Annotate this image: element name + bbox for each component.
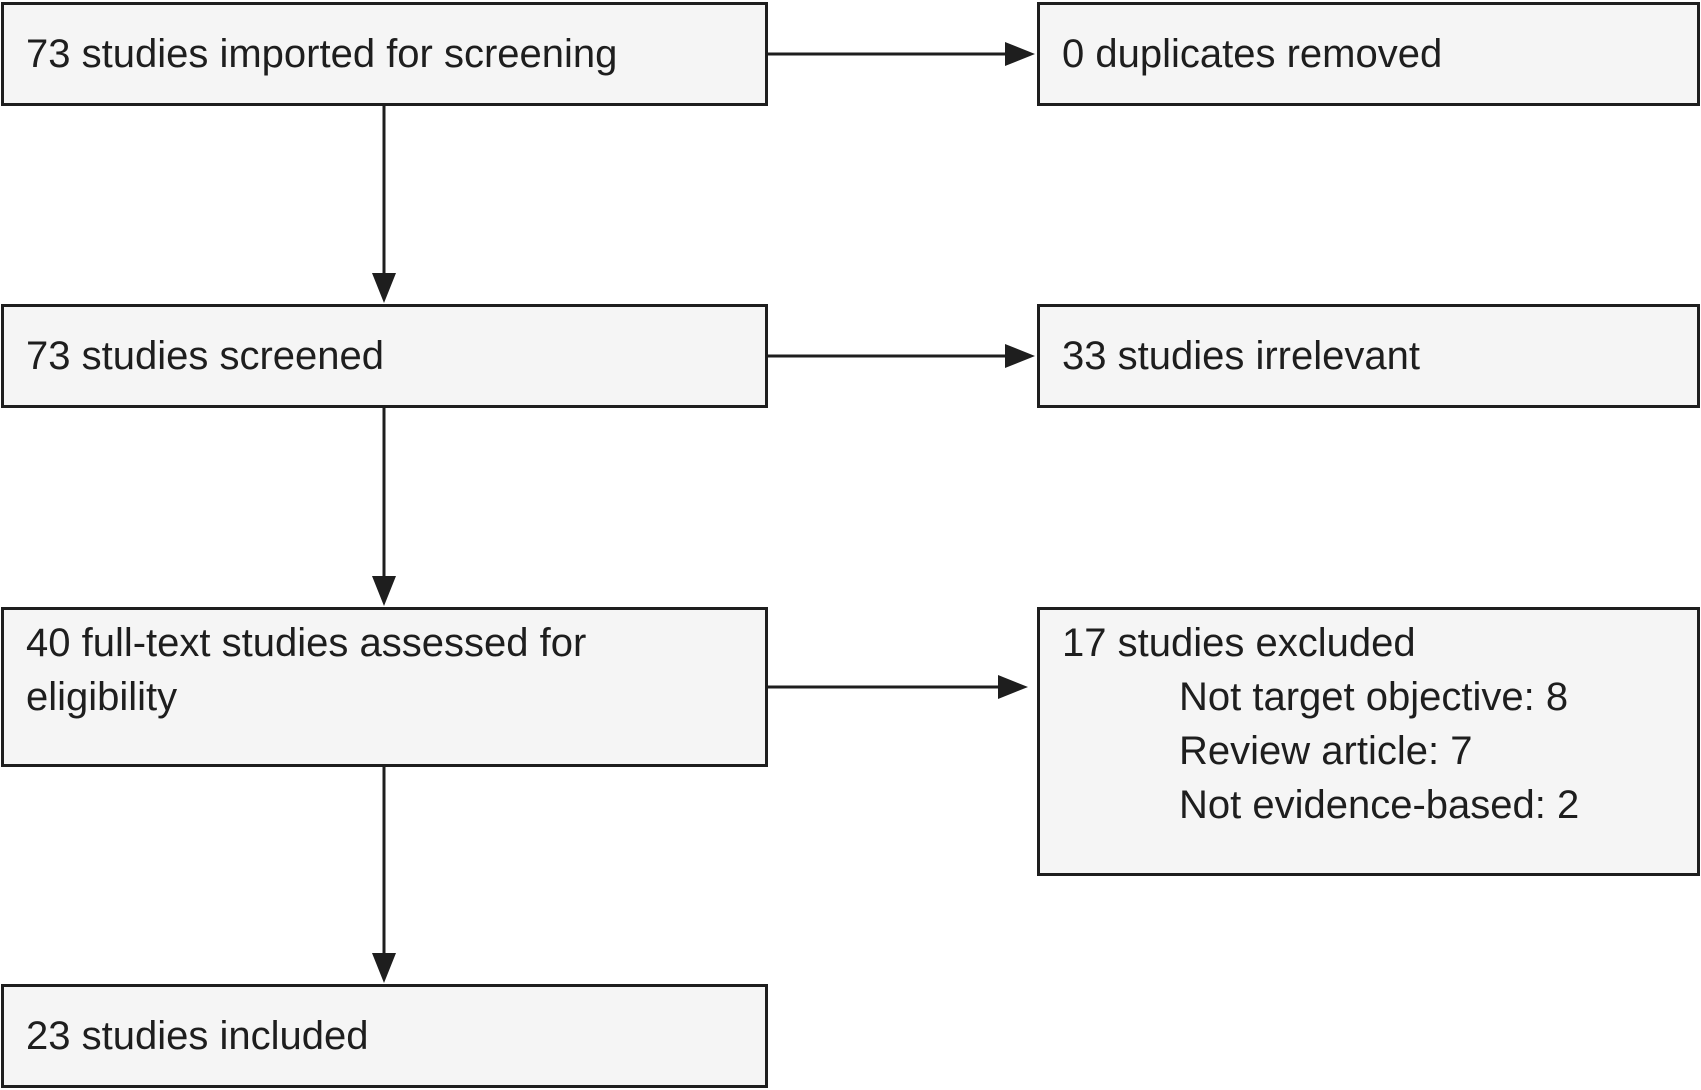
excluded-reason: Review article: 7 [1179,729,1473,773]
excluded-title: 17 studies excluded [1062,621,1416,665]
arrow-screened-to-assessed [372,408,396,606]
assessed-label-line2: eligibility [26,675,178,719]
imported-label: 73 studies imported for screening [26,32,618,76]
box-excluded: 17 studies excluded Not target objective… [1037,607,1700,876]
arrow-imported-to-duplicates [768,42,1035,66]
arrow-assessed-to-excluded [768,675,1028,699]
arrow-screened-to-irrelevant [768,344,1035,368]
box-irrelevant: 33 studies irrelevant [1037,304,1700,408]
assessed-label-line1: 40 full-text studies assessed for [26,621,587,665]
arrow-imported-to-screened [372,106,396,303]
box-duplicates: 0 duplicates removed [1037,2,1700,106]
excluded-reason: Not target objective: 8 [1179,675,1569,719]
screened-label: 73 studies screened [26,334,385,378]
excluded-reason: Not evidence-based: 2 [1179,783,1580,827]
box-included: 23 studies included [1,984,768,1088]
arrow-assessed-to-included [372,767,396,983]
box-imported: 73 studies imported for screening [1,2,768,106]
included-label: 23 studies included [26,1014,369,1058]
duplicates-label: 0 duplicates removed [1062,32,1443,76]
box-screened: 73 studies screened [1,304,768,408]
irrelevant-label: 33 studies irrelevant [1062,334,1420,378]
box-assessed: 40 full-text studies assessed for eligib… [1,607,768,767]
